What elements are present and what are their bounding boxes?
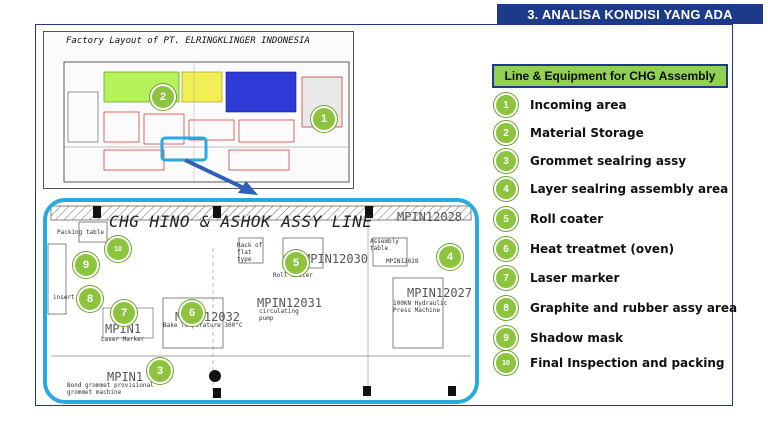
legend-number-badge: 4 <box>494 177 518 201</box>
badge-roll-coater: 5 <box>283 250 309 276</box>
legend-item: 5 Roll coater <box>494 207 603 231</box>
legend-item-label: Heat treatmet (oven) <box>530 242 675 256</box>
legend-item: 2 Material Storage <box>494 121 644 145</box>
legend-item: 8 Graphite and rubber assy area <box>494 296 737 320</box>
factory-floor-plan <box>63 61 350 183</box>
legend-item: 6 Heat treatmet (oven) <box>494 237 674 261</box>
legend-item: 3 Grommet sealring assy <box>494 149 686 173</box>
legend-header: Line & Equipment for CHG Assembly <box>492 64 728 88</box>
factory-layout-title: Factory Layout of PT. ELRINGKLINGER INDO… <box>66 36 310 46</box>
legend-number-badge: 7 <box>494 266 518 290</box>
badge-grommet-sealring: 3 <box>147 358 173 384</box>
badge-laser-marker: 7 <box>111 300 137 326</box>
bake-temperature-label: Bake Temperature 300°C <box>163 322 243 329</box>
badge-material-storage: 2 <box>150 84 176 110</box>
machine-mpin12028b-label: MPIN12028 <box>386 258 419 265</box>
legend-number-badge: 2 <box>494 121 518 145</box>
legend-item-label: Graphite and rubber assy area <box>530 301 738 315</box>
legend-item-label: Grommet sealring assy <box>530 154 687 168</box>
legend-number-badge: 5 <box>494 207 518 231</box>
packing-table-label: Packing table <box>57 229 104 236</box>
badge-graphite-rubber: 8 <box>77 286 103 312</box>
circulating-pump-label: circulating pump <box>259 308 299 322</box>
section-title: 3. ANALISA KONDISI YANG ADA <box>497 4 763 24</box>
legend-number-badge: 10 <box>494 351 518 375</box>
legend-number-badge: 3 <box>494 149 518 173</box>
legend-item: 4 Layer sealring assembly area <box>494 177 728 201</box>
assy-line-detail: CHG HINO & ASHOK ASSY LINE Packing table… <box>43 198 479 404</box>
assembly-table-label: Assembly table <box>370 238 399 252</box>
factory-layout-thumbnail: Factory Layout of PT. ELRINGKLINGER INDO… <box>43 31 354 189</box>
legend-item-label: Final Inspection and packing <box>530 356 725 370</box>
machine-mpin-grommet-label: MPIN1 <box>107 370 144 384</box>
legend-item: 1 Incoming area <box>494 93 627 117</box>
machine-mpin12031-label: MPIN12031 <box>257 296 323 310</box>
legend-item: 7 Laser marker <box>494 266 619 290</box>
legend-item-label: Layer sealring assembly area <box>530 182 729 196</box>
legend-number-badge: 8 <box>494 296 518 320</box>
legend-item: 9 Shadow mask <box>494 326 623 350</box>
machine-mpin12028-label: MPIN12028 <box>397 210 463 224</box>
assy-line-drawing <box>47 205 472 398</box>
legend-item: 10 Final Inspection and packing <box>494 351 724 375</box>
machine-mpin12030-label: MPIN12030 <box>303 252 369 266</box>
content-frame <box>35 24 733 406</box>
laser-marker-label: Laser Marker <box>101 336 145 343</box>
hydraulic-press-label: 100KN Hydraulic Press Machine <box>393 300 448 314</box>
legend-item-label: Laser marker <box>530 271 620 285</box>
badge-shadow-mask: 9 <box>73 252 99 278</box>
machine-mpin-laser-label: MPIN1 <box>105 322 142 336</box>
legend-item-label: Roll coater <box>530 212 604 226</box>
legend-number-badge: 6 <box>494 237 518 261</box>
legend-item-label: Incoming area <box>530 98 627 112</box>
legend-number-badge: 1 <box>494 93 518 117</box>
bond-grommet-label: Bond grommet provisional grommet machine <box>67 382 154 396</box>
rack-flat-type-label: Rack of flat type <box>237 242 263 263</box>
badge-final-inspection: 10 <box>105 236 131 262</box>
badge-incoming-area: 1 <box>311 106 337 132</box>
machine-mpin12027-label: MPIN12027 <box>407 286 473 300</box>
legend-item-label: Shadow mask <box>530 331 624 345</box>
badge-heat-treatment: 6 <box>179 300 205 326</box>
legend-item-label: Material Storage <box>530 126 644 140</box>
badge-layer-sealring: 4 <box>437 244 463 270</box>
assy-line-title: CHG HINO & ASHOK ASSY LINE <box>109 212 373 231</box>
legend-number-badge: 9 <box>494 326 518 350</box>
insert-table-label: insert table <box>53 294 97 301</box>
